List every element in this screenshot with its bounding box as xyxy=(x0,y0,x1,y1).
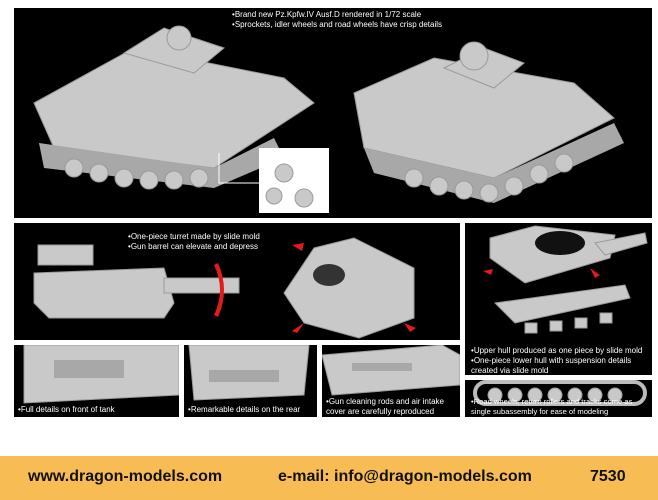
tracks-panel: Road wheels, return rollers and tracks c… xyxy=(465,380,652,417)
rear-detail-image xyxy=(188,345,310,401)
footer-bar: www.dragon-models.com e-mail: info@drago… xyxy=(0,456,658,500)
tank-renders-image xyxy=(33,25,624,213)
top-caption: Brand new Pz.Kpfw.IV Ausf.D rendered in … xyxy=(232,10,442,30)
turret-caption: One-piece turret made by slide mold Gun … xyxy=(128,232,260,252)
caption-line: Upper hull produced as one piece by slid… xyxy=(471,346,652,356)
tracks-caption: Road wheels, return rollers and tracks c… xyxy=(471,397,652,417)
rods-panel: Gun cleaning rods and air intake cover a… xyxy=(322,345,460,417)
hull-panel: Upper hull produced as one piece by slid… xyxy=(465,223,652,375)
website-link[interactable]: www.dragon-models.com xyxy=(28,468,223,485)
email-link[interactable]: e-mail: info@dragon-models.com xyxy=(278,468,532,485)
caption-line: Sprockets, idler wheels and road wheels … xyxy=(232,20,442,30)
rods-detail-image xyxy=(322,345,460,396)
caption-line: Remarkable details on the rear xyxy=(188,405,300,415)
caption-line: One-piece turret made by slide mold xyxy=(128,232,260,242)
front-panel: Full details on front of tank xyxy=(14,345,179,417)
caption-line: Gun cleaning rods and air intake cover a… xyxy=(326,397,460,417)
hull-renders-image xyxy=(483,225,648,334)
turret-renders-image xyxy=(33,237,416,339)
product-number: 7530 xyxy=(590,468,626,485)
rear-panel: Remarkable details on the rear xyxy=(184,345,317,417)
front-detail-image xyxy=(23,345,179,404)
hull-caption: Upper hull produced as one piece by slid… xyxy=(471,346,652,375)
top-panel: Brand new Pz.Kpfw.IV Ausf.D rendered in … xyxy=(14,8,652,218)
rear-caption: Remarkable details on the rear xyxy=(188,405,300,415)
rods-caption: Gun cleaning rods and air intake cover a… xyxy=(326,397,460,417)
turret-panel: One-piece turret made by slide mold Gun … xyxy=(14,223,460,340)
front-caption: Full details on front of tank xyxy=(18,405,115,415)
caption-line: One-piece lower hull with suspension det… xyxy=(471,356,652,375)
caption-line: Gun barrel can elevate and depress xyxy=(128,242,260,252)
caption-line: Road wheels, return rollers and tracks c… xyxy=(471,397,652,417)
caption-line: Full details on front of tank xyxy=(18,405,115,415)
caption-line: Brand new Pz.Kpfw.IV Ausf.D rendered in … xyxy=(232,10,442,20)
